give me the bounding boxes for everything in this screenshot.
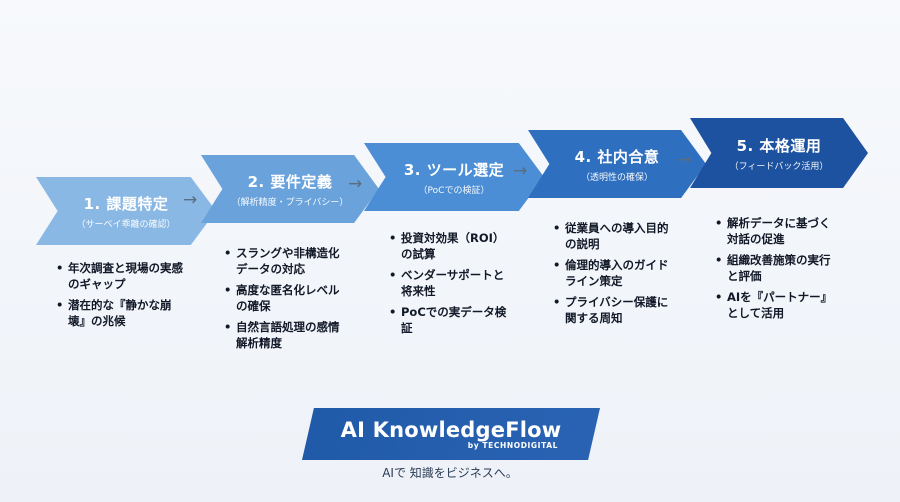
list-item: PoCでの実データ検証 — [389, 304, 513, 336]
step-3-chevron: 3. ツール選定 （PoCでの検証） — [364, 143, 544, 211]
step-2-title: 2. 要件定義 — [247, 172, 333, 191]
step-1-subtitle: （サーベイ乖離の確認） — [76, 219, 176, 230]
step-5-bullets: 解析データに基づく対話の促進 組織改善施策の実行と評価 AIを『パートナー』とし… — [715, 215, 841, 326]
step-3-subtitle: （PoCでの検証） — [418, 185, 490, 196]
arrow-icon-4: → — [677, 150, 692, 170]
step-5-title: 5. 本格運用 — [736, 136, 822, 155]
step-5-chevron: 5. 本格運用 （フィードバック活用） — [690, 118, 868, 188]
list-item: プライバシー保護に関する周知 — [553, 294, 671, 326]
list-item: 高度な匿名化レベルの確保 — [224, 282, 349, 314]
step-4-subtitle: （透明性の確保） — [580, 172, 653, 183]
step-1-bullets: 年次調査と現場の実感のギャップ 潜在的な『静かな崩壊』の兆候 — [56, 260, 188, 334]
step-2-bullets: スラングや非構造化データの対応 高度な匿名化レベルの確保 自然言語処理の感情解析… — [224, 245, 349, 356]
step-2-subtitle: （解析精度・プライバシー） — [231, 197, 349, 208]
arrow-icon-1: → — [183, 190, 198, 210]
brand-name: AI KnowledgeFlow — [340, 418, 562, 442]
step-1-title: 1. 課題特定 — [83, 194, 169, 213]
arrow-icon-2: → — [348, 174, 363, 194]
step-3-title: 3. ツール選定 — [403, 160, 505, 179]
list-item: 年次調査と現場の実感のギャップ — [56, 260, 188, 292]
step-3-bullets: 投資対効果（ROI）の試算 ベンダーサポートと将来性 PoCでの実データ検証 — [389, 230, 513, 341]
step-5-subtitle: （フィードバック活用） — [729, 161, 829, 172]
step-2-chevron: 2. 要件定義 （解析精度・プライバシー） — [201, 155, 379, 223]
list-item: 倫理的導入のガイドライン策定 — [553, 257, 671, 289]
list-item: 自然言語処理の感情解析精度 — [224, 319, 349, 351]
list-item: 投資対効果（ROI）の試算 — [389, 230, 513, 262]
step-1-chevron: 1. 課題特定 （サーベイ乖離の確認） — [36, 177, 216, 245]
step-4-bullets: 従業員への導入目的の説明 倫理的導入のガイドライン策定 プライバシー保護に関する… — [553, 220, 671, 331]
list-item: 潜在的な『静かな崩壊』の兆候 — [56, 297, 188, 329]
list-item: 解析データに基づく対話の促進 — [715, 215, 841, 247]
step-4-chevron: 4. 社内合意 （透明性の確保） — [528, 130, 706, 198]
list-item: ベンダーサポートと将来性 — [389, 267, 513, 299]
brand-byline: by TECHNODIGITAL — [467, 441, 558, 450]
list-item: 組織改善施策の実行と評価 — [715, 252, 841, 284]
list-item: AIを『パートナー』として活用 — [715, 289, 841, 321]
arrow-icon-3: → — [513, 161, 528, 181]
list-item: 従業員への導入目的の説明 — [553, 220, 671, 252]
list-item: スラングや非構造化データの対応 — [224, 245, 349, 277]
step-4-title: 4. 社内合意 — [574, 147, 660, 166]
brand-tagline: AIで 知識をビジネスへ。 — [382, 466, 518, 480]
brand-logo: AI KnowledgeFlow by TECHNODIGITAL — [302, 408, 600, 460]
